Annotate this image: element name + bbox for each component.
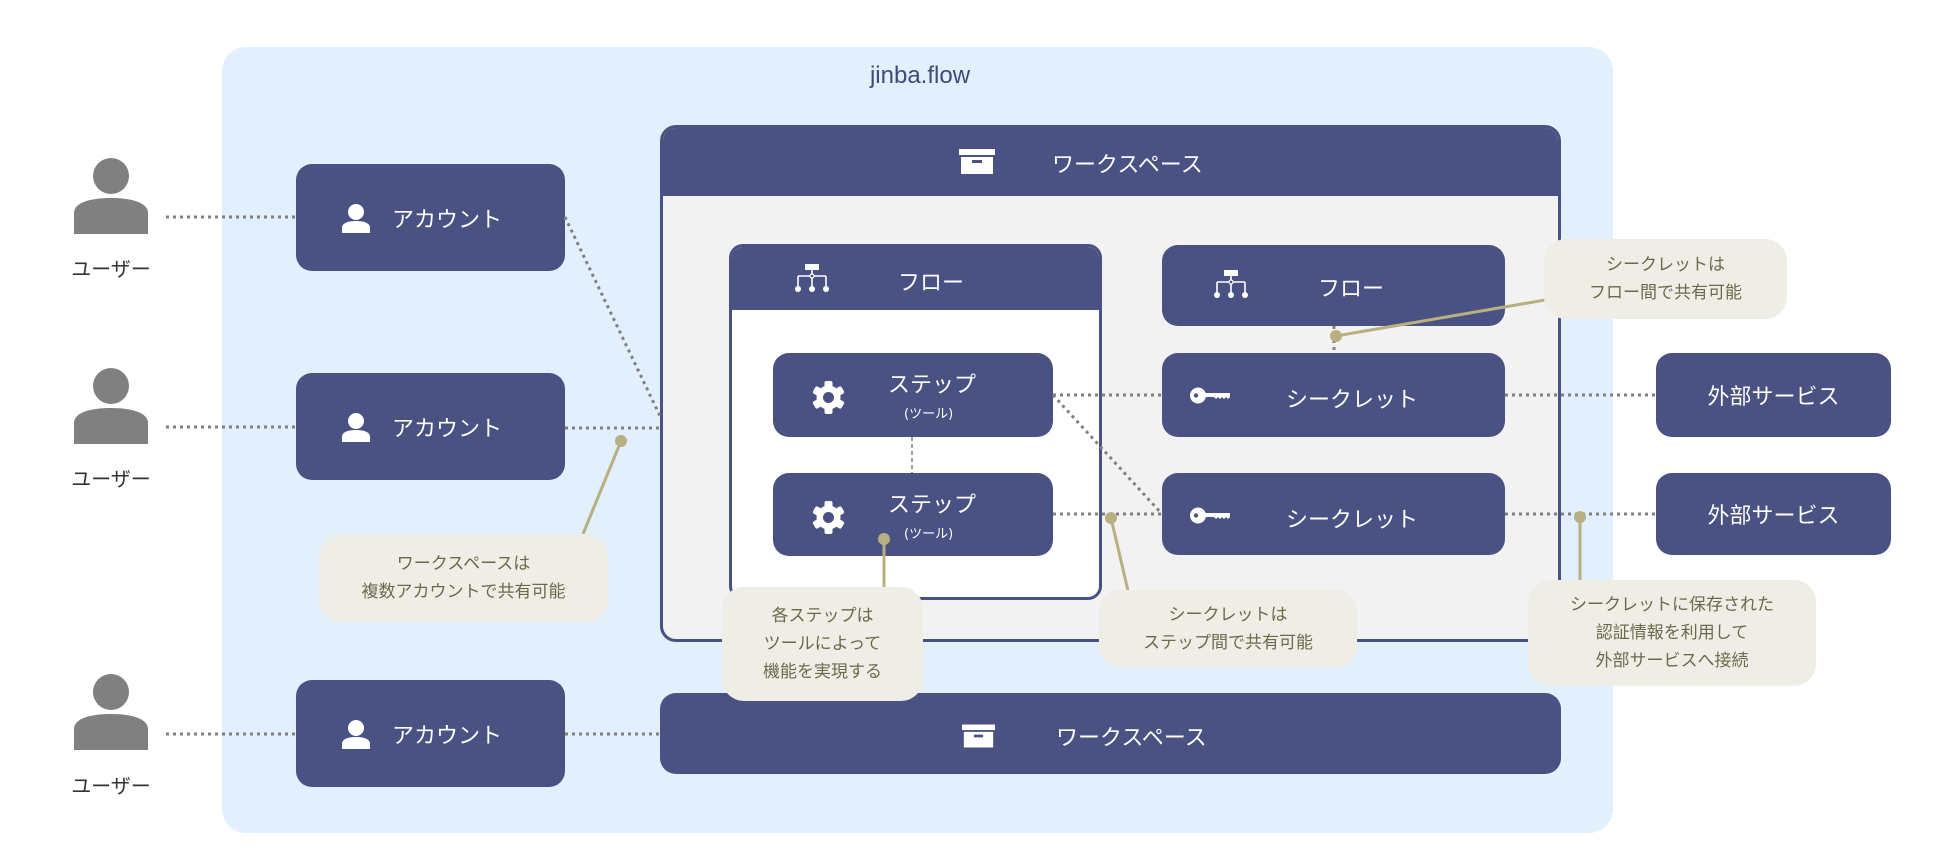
- annotation-dot: [878, 533, 890, 545]
- note-line: ツールによって: [763, 634, 882, 654]
- flow-label: フロー: [1318, 277, 1385, 302]
- step-node[interactable]: ステップ (ツール): [773, 353, 1053, 437]
- person-icon: [74, 158, 148, 234]
- workspace-node[interactable]: ワークスペース: [660, 693, 1561, 774]
- note-external-connect: シークレットに保存された 認証情報を利用して 外部サービスへ接続: [1528, 580, 1816, 686]
- step-sublabel: (ツール): [904, 407, 954, 422]
- account-label: アカウント: [392, 208, 503, 233]
- annotation-leader: [1335, 298, 1546, 338]
- account-label: アカウント: [392, 417, 503, 442]
- note-line: フロー間で共有可能: [1589, 283, 1742, 303]
- secret-node[interactable]: シークレット: [1162, 473, 1505, 555]
- connector-account-workspace: [563, 216, 662, 417]
- note-line: シークレットに保存された: [1570, 595, 1774, 615]
- note-line: シークレットは: [1168, 604, 1288, 625]
- user-icon: [342, 413, 370, 446]
- archive-box-icon: [959, 149, 995, 174]
- annotation-dot: [1105, 512, 1117, 524]
- connector-step-secret: [1051, 393, 1164, 516]
- workspace-header: [663, 128, 1558, 196]
- gear-icon: [811, 381, 846, 418]
- account-label: アカウント: [392, 724, 503, 749]
- note-line: ステップ間で共有可能: [1143, 632, 1313, 653]
- external-service-node[interactable]: 外部サービス: [1656, 353, 1891, 437]
- workspace-label: ワークスペース: [1056, 726, 1207, 751]
- note-line: 外部サービスへ接続: [1595, 651, 1749, 671]
- secret-label: シークレット: [1286, 508, 1419, 533]
- note-line: 認証情報を利用して: [1595, 623, 1749, 643]
- sitemap-icon: [1213, 270, 1249, 303]
- note-line: 機能を実現する: [763, 662, 882, 682]
- external-service-node[interactable]: 外部サービス: [1656, 473, 1891, 555]
- secret-node[interactable]: シークレット: [1162, 353, 1505, 437]
- annotation-dot: [1574, 511, 1586, 523]
- step-sublabel: (ツール): [904, 527, 954, 542]
- sitemap-icon: [794, 264, 830, 293]
- gear-icon: [811, 501, 846, 538]
- note-step-tool: 各ステップは ツールによって 機能を実現する: [722, 587, 923, 701]
- account-node[interactable]: アカウント: [296, 373, 565, 480]
- key-icon: [1190, 387, 1230, 408]
- step-label: ステップ: [888, 493, 977, 518]
- note-line: シークレットは: [1606, 255, 1725, 275]
- account-node[interactable]: アカウント: [296, 680, 565, 787]
- flow-node[interactable]: フロー: [1162, 245, 1505, 326]
- user-label: ユーザー: [71, 774, 151, 798]
- user-icon: [342, 720, 370, 753]
- workspace-label: ワークスペース: [1052, 153, 1203, 178]
- flow-header: [732, 247, 1099, 310]
- key-icon: [1190, 507, 1230, 528]
- flow-label: フロー: [898, 271, 965, 296]
- note-line: 複数アカウントで共有可能: [361, 582, 566, 602]
- diagram-title: jinba.flow: [869, 62, 971, 89]
- note-line: ワークスペースは: [396, 554, 531, 574]
- note-line: 各ステップは: [771, 606, 874, 626]
- annotation-leader: [581, 440, 623, 535]
- external-service-label: 外部サービス: [1707, 504, 1840, 529]
- archive-box-icon: [962, 724, 995, 752]
- note-secret-step-shared: シークレットは ステップ間で共有可能: [1099, 590, 1357, 667]
- user-label: ユーザー: [71, 257, 151, 281]
- step-node[interactable]: ステップ (ツール): [773, 473, 1053, 556]
- note-secret-flow-shared: シークレットは フロー間で共有可能: [1544, 239, 1787, 319]
- person-icon: [74, 674, 148, 750]
- user-icon: [342, 204, 370, 237]
- annotation-dot: [1330, 330, 1342, 342]
- secret-label: シークレット: [1286, 388, 1419, 413]
- person-icon: [74, 368, 148, 444]
- annotation-dot: [615, 435, 627, 447]
- account-node[interactable]: アカウント: [296, 164, 565, 271]
- step-label: ステップ: [888, 373, 977, 398]
- note-workspace-shared: ワークスペースは 複数アカウントで共有可能: [319, 534, 608, 622]
- external-service-label: 外部サービス: [1707, 385, 1840, 410]
- user-label: ユーザー: [71, 467, 151, 491]
